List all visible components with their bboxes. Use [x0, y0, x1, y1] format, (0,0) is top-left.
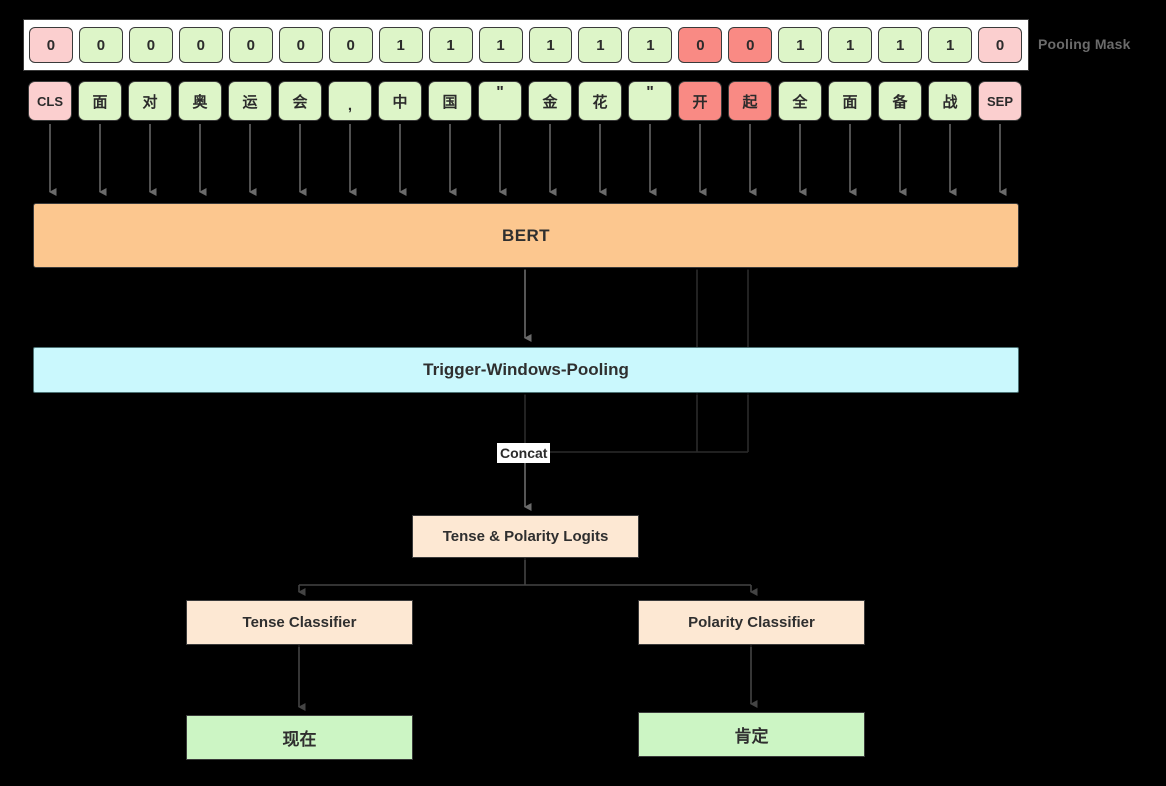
tense-result-block: 现在 — [186, 715, 413, 760]
mask-cell: 0 — [29, 27, 73, 63]
token-cell: CLS — [28, 81, 72, 121]
tense-polarity-logits-block: Tense & Polarity Logits — [412, 515, 639, 558]
token-cell: SEP — [978, 81, 1022, 121]
token-cell: 运 — [228, 81, 272, 121]
mask-cell: 1 — [928, 27, 973, 63]
token-to-bert-arrows — [49, 124, 1007, 196]
token-cell: 面 — [78, 81, 122, 121]
pooling-mask-label: Pooling Mask — [1038, 36, 1131, 52]
token-cell: , — [328, 81, 372, 121]
mask-cell: 0 — [728, 27, 773, 63]
token-cell: " — [628, 81, 672, 121]
token-cell: 战 — [928, 81, 972, 121]
mask-cell: 0 — [78, 27, 123, 63]
mask-cell: 1 — [378, 27, 423, 63]
mask-cell: 1 — [578, 27, 623, 63]
mask-cell: 1 — [528, 27, 573, 63]
mask-cell: 0 — [278, 27, 323, 63]
mask-cell: 0 — [128, 27, 173, 63]
bert-block: BERT — [33, 203, 1019, 268]
mask-cell: 0 — [978, 27, 1023, 63]
mask-cell: 1 — [428, 27, 473, 63]
tense-classifier-block: Tense Classifier — [186, 600, 413, 645]
token-cell: 开 — [678, 81, 722, 121]
trigger-windows-pooling-block: Trigger-Windows-Pooling — [33, 347, 1019, 393]
token-cell: 起 — [728, 81, 772, 121]
token-cell: 中 — [378, 81, 422, 121]
token-cell: 全 — [778, 81, 822, 121]
token-cell: 国 — [428, 81, 472, 121]
mask-cell: 0 — [178, 27, 223, 63]
mask-cell: 0 — [228, 27, 273, 63]
token-cell: 奥 — [178, 81, 222, 121]
mask-cell: 0 — [328, 27, 373, 63]
token-cell: 花 — [578, 81, 622, 121]
concat-label: Concat — [497, 443, 551, 463]
mask-cell: 0 — [678, 27, 723, 63]
mask-cell: 1 — [478, 27, 523, 63]
mask-cell: 1 — [628, 27, 673, 63]
mask-cell: 1 — [828, 27, 873, 63]
token-cell: 面 — [828, 81, 872, 121]
mask-cell: 1 — [778, 27, 823, 63]
token-cell: 金 — [528, 81, 572, 121]
token-cell: 备 — [878, 81, 922, 121]
token-cell: 会 — [278, 81, 322, 121]
mask-cell: 1 — [878, 27, 923, 63]
token-cell: 对 — [128, 81, 172, 121]
polarity-result-block: 肯定 — [638, 712, 865, 757]
token-cell: " — [478, 81, 522, 121]
polarity-classifier-block: Polarity Classifier — [638, 600, 865, 645]
